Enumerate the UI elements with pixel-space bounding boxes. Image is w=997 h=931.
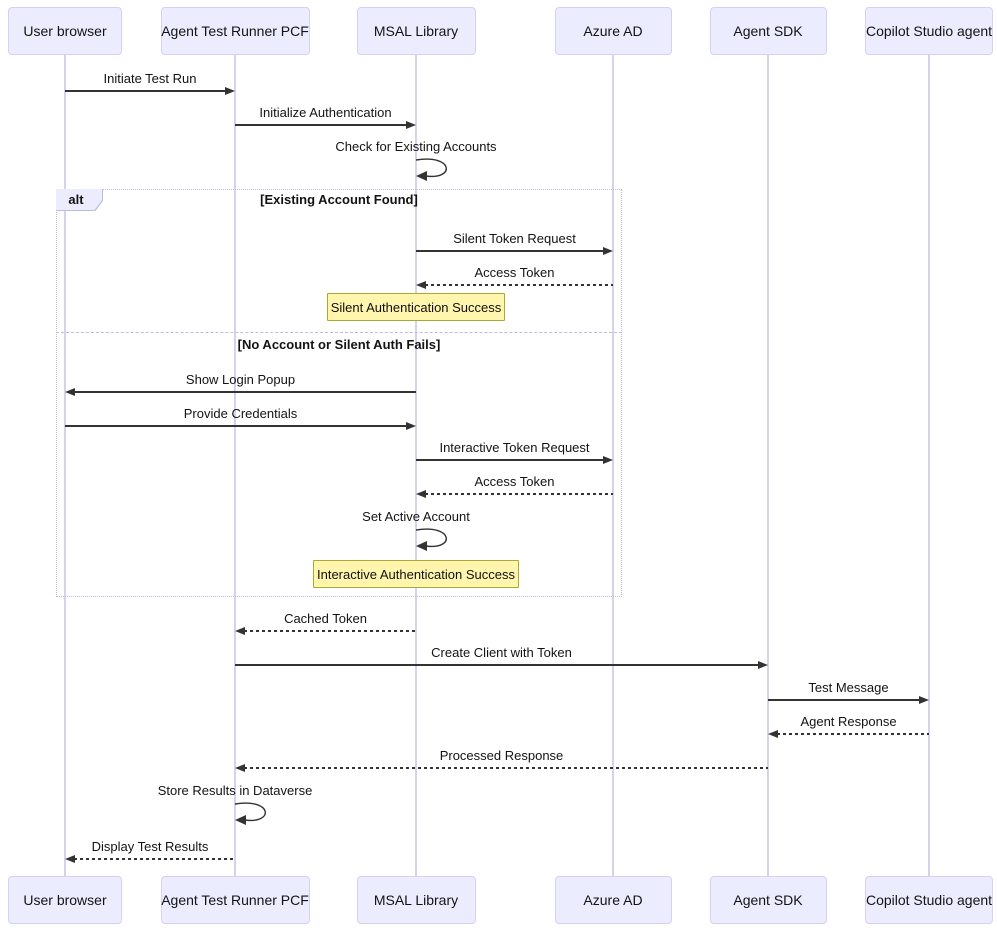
alt-condition-label: [No Account or Silent Auth Fails] — [237, 337, 441, 352]
message-label: Processed Response — [439, 748, 564, 763]
message-label: Interactive Token Request — [439, 440, 590, 455]
arrowhead-icon — [406, 421, 416, 430]
message-label: Provide Credentials — [183, 406, 298, 421]
message-label: Agent Response — [800, 714, 897, 729]
participant-box-top-msal: MSAL Library — [356, 7, 476, 55]
message-line — [777, 733, 929, 735]
self-loop-arrow — [414, 157, 460, 183]
self-loop-label: Check for Existing Accounts — [335, 139, 497, 154]
participant-box-bottom-copilot: Copilot Studio agent — [865, 876, 993, 924]
participant-box-bottom-pcf: Agent Test Runner PCF — [160, 876, 310, 924]
alt-frame — [56, 189, 622, 597]
alt-frame-label: alt — [56, 189, 102, 210]
message-line — [65, 425, 407, 427]
arrowhead-icon — [225, 86, 235, 95]
message-line — [235, 664, 759, 666]
message-line — [74, 391, 416, 393]
message-line — [768, 699, 920, 701]
message-label: Create Client with Token — [431, 645, 572, 660]
arrowhead-icon — [416, 280, 426, 289]
message-line — [416, 459, 604, 461]
lifeline-user — [64, 55, 66, 876]
participant-box-top-sdk: Agent SDK — [709, 7, 827, 55]
message-label: Show Login Popup — [185, 372, 296, 387]
self-loop-label: Set Active Account — [362, 509, 470, 524]
message-line — [425, 284, 613, 286]
message-label: Access Token — [474, 265, 555, 280]
alt-condition-label: [Existing Account Found] — [260, 192, 418, 207]
arrowhead-icon — [919, 695, 929, 704]
message-line — [235, 124, 407, 126]
participant-box-bottom-aad: Azure AD — [554, 876, 672, 924]
message-line — [425, 493, 613, 495]
arrowhead-icon — [65, 854, 75, 863]
self-loop-label: Store Results in Dataverse — [157, 783, 313, 798]
message-label: Test Message — [808, 680, 889, 695]
message-label: Initiate Test Run — [103, 71, 197, 86]
message-label: Silent Token Request — [453, 231, 576, 246]
participant-box-top-copilot: Copilot Studio agent — [865, 7, 993, 55]
message-label: Access Token — [474, 474, 555, 489]
arrowhead-icon — [758, 660, 768, 669]
alt-section-divider — [56, 332, 622, 333]
arrowhead-icon — [235, 763, 245, 772]
arrowhead-icon — [235, 626, 245, 635]
arrowhead-icon — [406, 120, 416, 129]
participant-box-top-aad: Azure AD — [554, 7, 672, 55]
participant-box-top-user: User browser — [8, 7, 122, 55]
arrowhead-icon — [768, 729, 778, 738]
self-loop-arrow — [414, 527, 460, 553]
lifeline-aad — [612, 55, 614, 876]
message-line — [244, 630, 416, 632]
message-label: Display Test Results — [91, 839, 209, 854]
message-label: Initialize Authentication — [259, 105, 392, 120]
participant-box-top-pcf: Agent Test Runner PCF — [160, 7, 310, 55]
arrowhead-icon — [65, 387, 75, 396]
participant-box-bottom-user: User browser — [8, 876, 122, 924]
note: Interactive Authentication Success — [313, 560, 519, 588]
lifeline-pcf — [234, 55, 236, 876]
participant-box-bottom-sdk: Agent SDK — [709, 876, 827, 924]
arrowhead-icon — [603, 455, 613, 464]
message-line — [416, 250, 604, 252]
arrowhead-icon — [416, 489, 426, 498]
lifeline-sdk — [767, 55, 769, 876]
message-label: Cached Token — [284, 611, 367, 626]
note: Silent Authentication Success — [327, 293, 505, 321]
arrowhead-icon — [603, 246, 613, 255]
alt-frame-tab: alt — [56, 189, 103, 211]
participant-box-bottom-msal: MSAL Library — [356, 876, 476, 924]
lifeline-msal — [415, 55, 417, 876]
lifeline-copilot — [928, 55, 930, 876]
message-line — [244, 767, 768, 769]
message-line — [74, 858, 235, 860]
self-loop-arrow — [233, 801, 279, 827]
message-line — [65, 90, 226, 92]
